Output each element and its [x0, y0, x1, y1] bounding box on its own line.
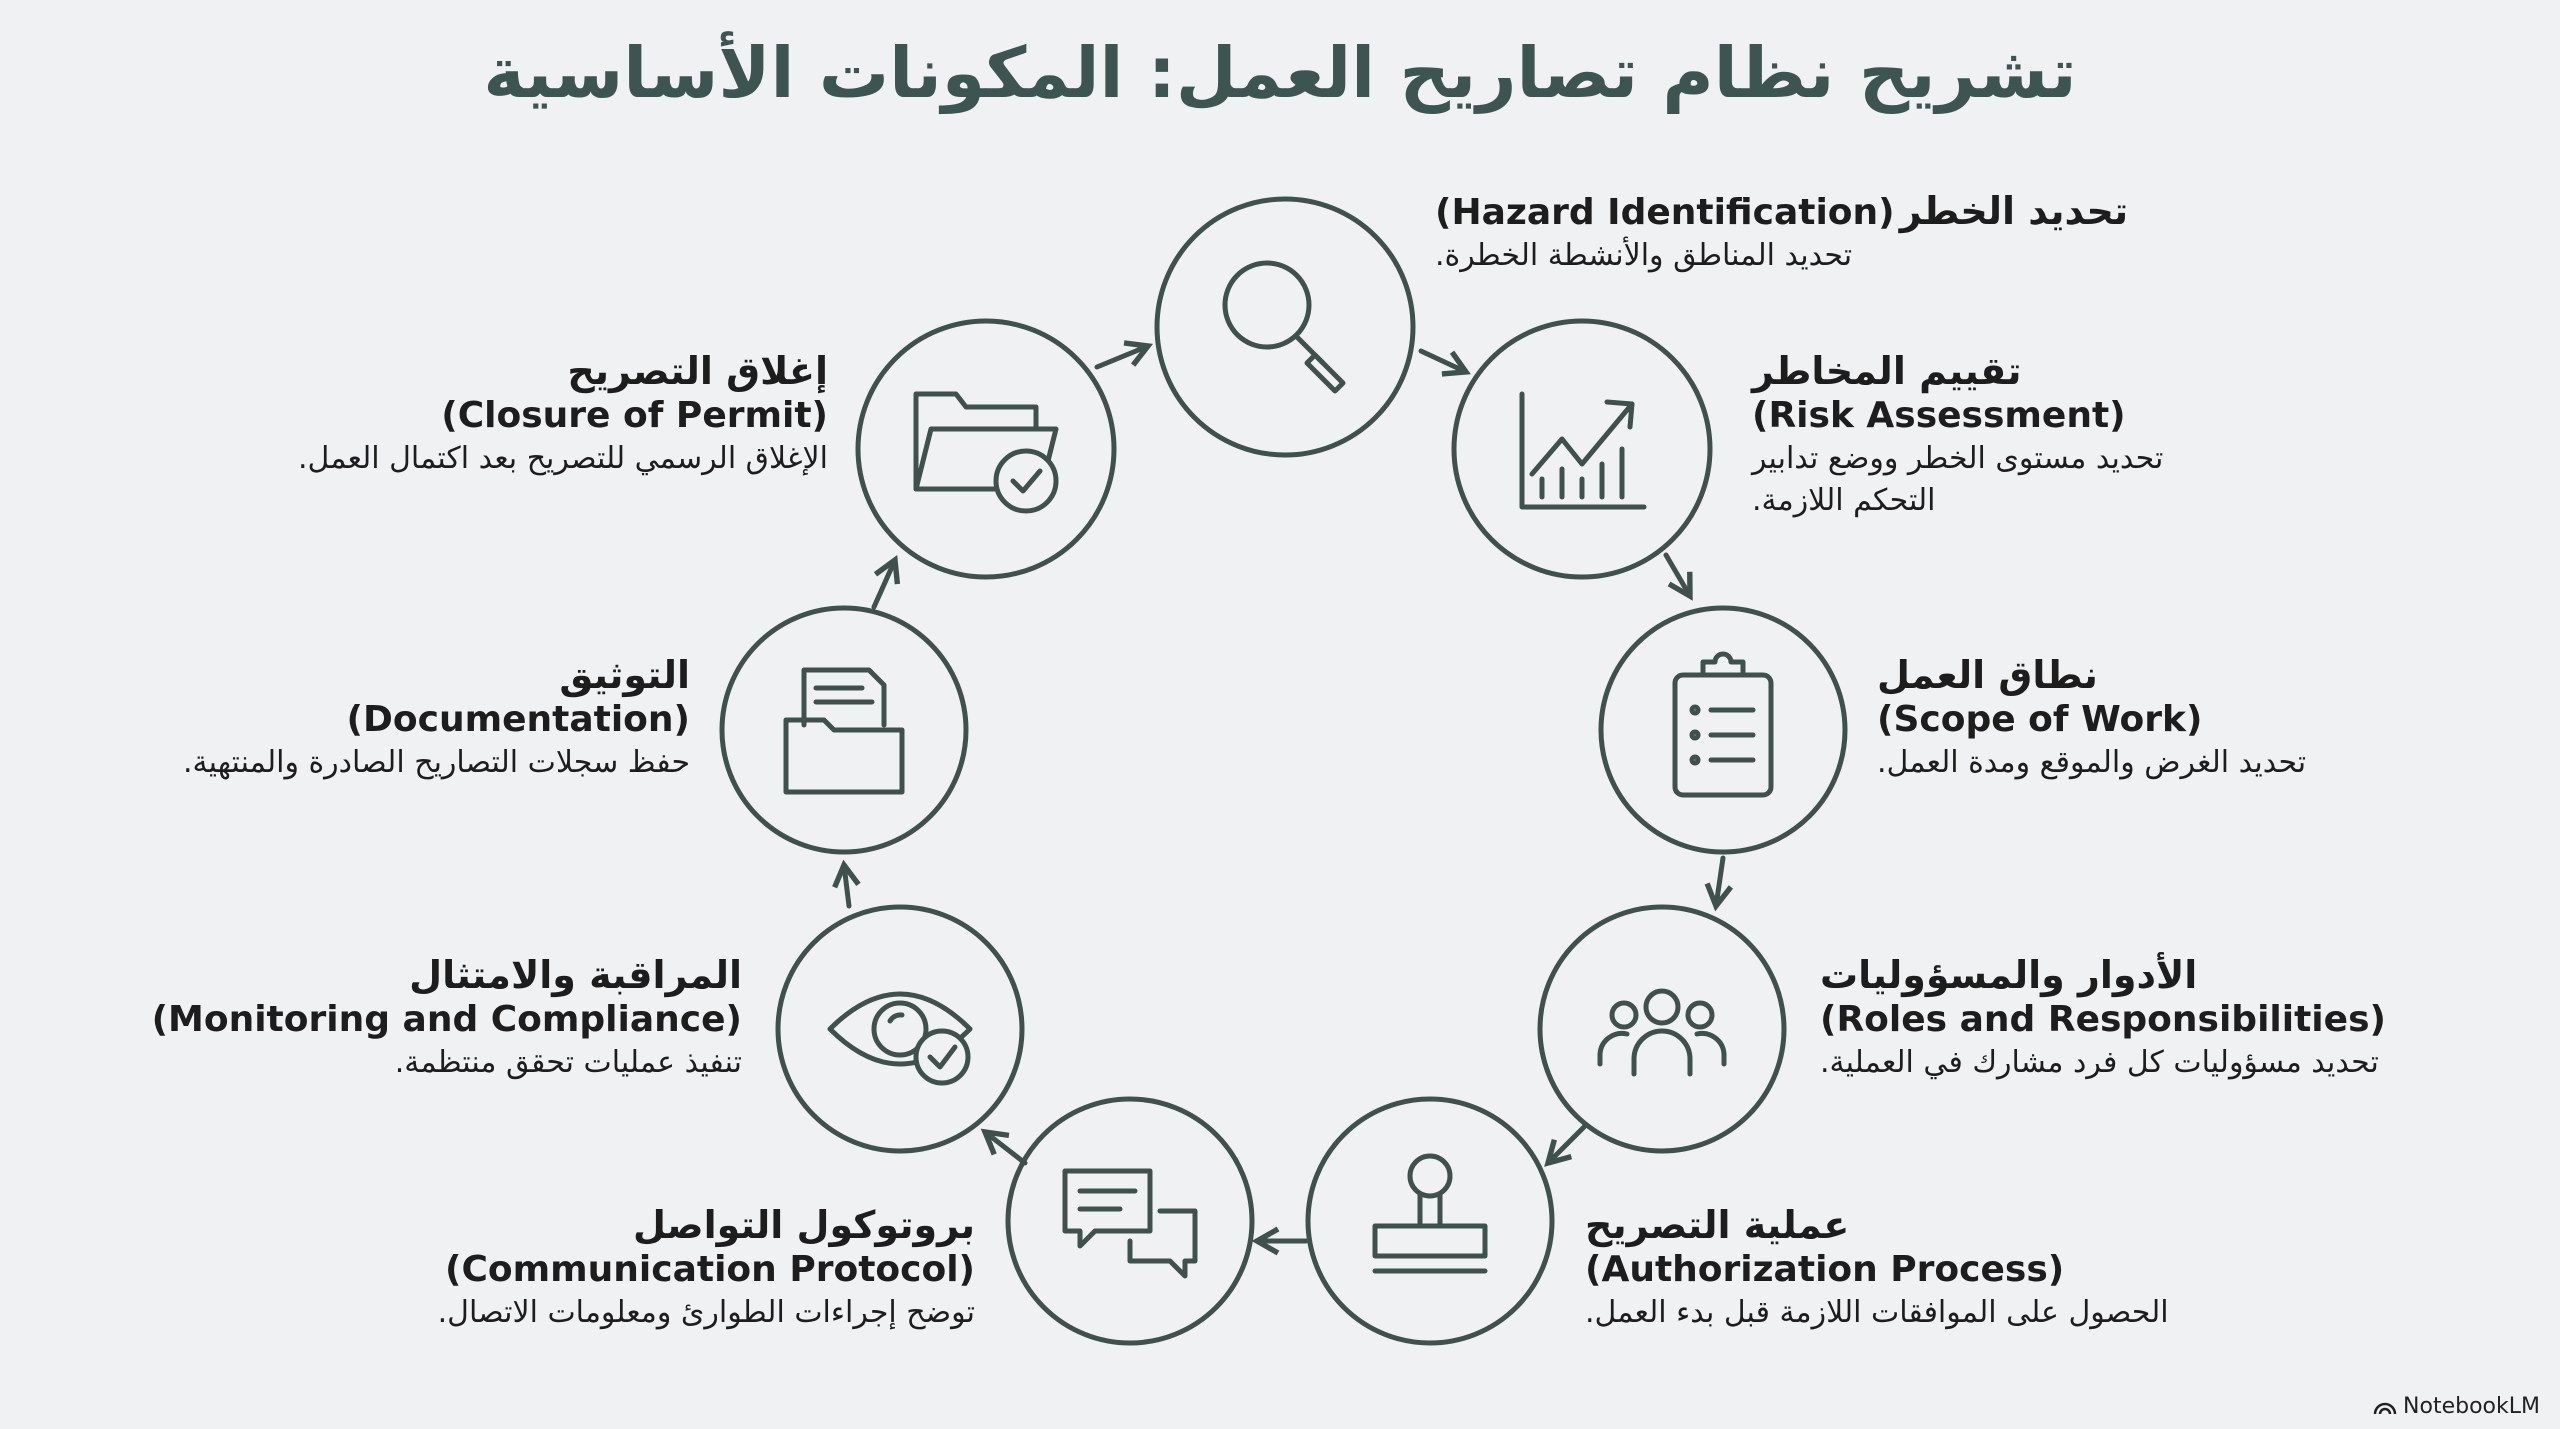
component-hazard: تحديد الخطر (Hazard Identification) تحدي… — [1435, 188, 2235, 277]
component-title-en: (Roles and Responsibilities) — [1820, 999, 2386, 1040]
component-title-ar: بروتوكول التواصل — [632, 1203, 975, 1247]
chart-icon — [1519, 391, 1647, 510]
component-node-communication — [1005, 1096, 1255, 1346]
component-title-ar: التوثيق — [559, 653, 690, 697]
brand-label: NotebookLM — [2403, 1394, 2540, 1419]
component-title-en: (Communication Protocol) — [445, 1249, 975, 1290]
component-title-en: (Monitoring and Compliance) — [151, 999, 742, 1040]
eye-check-icon — [827, 991, 973, 1086]
clipboard-icon — [1672, 651, 1774, 798]
component-node-roles — [1537, 904, 1787, 1154]
component-authorization: عملية التصريح (Authorization Process) ال… — [1585, 1202, 2285, 1334]
arrow-connector — [871, 555, 901, 610]
component-title-ar: تحديد الخطر — [1899, 189, 2129, 233]
component-node-documentation — [719, 605, 969, 855]
magnifier-icon — [1222, 260, 1346, 394]
arrow-connector — [1544, 1124, 1587, 1167]
component-title-en: (Closure of Permit) — [441, 395, 828, 436]
component-scope: نطاق العمل (Scope of Work) تحديد الغرض و… — [1877, 652, 2477, 784]
component-desc: تحديد مستوى الخطر ووضع تدابير التحكم الل… — [1752, 441, 2164, 518]
notebooklm-logo-icon — [2373, 1402, 2397, 1414]
component-desc: تحديد الغرض والموقع ومدة العمل. — [1877, 745, 2307, 780]
component-node-closure — [855, 318, 1117, 580]
component-node-hazard — [1154, 196, 1416, 458]
component-risk: تقييم المخاطر (Risk Assessment) تحديد مس… — [1752, 348, 2192, 522]
component-title-en: (Risk Assessment) — [1752, 395, 2126, 436]
arrow-connector — [1663, 552, 1693, 601]
people-icon — [1597, 988, 1727, 1077]
component-documentation: التوثيق (Documentation) حفظ سجلات التصار… — [0, 652, 690, 784]
component-title-ar: المراقبة والامتثال — [409, 953, 742, 997]
arrow-connector — [1094, 340, 1154, 370]
stamp-icon — [1372, 1153, 1488, 1274]
component-title-en: (Hazard Identification) — [1435, 192, 1895, 233]
component-node-risk — [1451, 318, 1713, 580]
component-desc: الإغلاق الرسمي للتصريح بعد اكتمال العمل. — [298, 441, 828, 476]
component-title-en: (Documentation) — [346, 699, 690, 740]
notebooklm-watermark: NotebookLM — [2373, 1394, 2540, 1419]
folder-document-icon — [783, 667, 905, 795]
arrow-connector — [832, 859, 861, 909]
arrow-connector — [1704, 855, 1734, 912]
component-desc: حفظ سجلات التصاريح الصادرة والمنتهية. — [183, 745, 690, 780]
arrow-connector — [1418, 348, 1471, 377]
component-title-ar: نطاق العمل — [1877, 653, 2098, 697]
component-communication: بروتوكول التواصل (Communication Protocol… — [175, 1202, 975, 1334]
component-title-en: (Scope of Work) — [1877, 699, 2203, 740]
component-desc: توضح إجراءات الطوارئ ومعلومات الاتصال. — [437, 1295, 975, 1330]
page-title: تشريح نظام تصاريح العمل: المكونات الأساس… — [483, 32, 2077, 114]
arrow-connector — [980, 1128, 1028, 1166]
component-desc: تنفيذ عمليات تحقق منتظمة. — [394, 1045, 742, 1080]
component-title-ar: إغلاق التصريح — [567, 349, 828, 393]
component-node-authorization — [1305, 1096, 1555, 1346]
component-title-ar: الأدوار والمسؤوليات — [1820, 953, 2198, 997]
component-monitoring: المراقبة والامتثال (Monitoring and Compl… — [42, 952, 742, 1084]
component-desc: الحصول على الموافقات اللازمة قبل بدء الع… — [1585, 1295, 2169, 1330]
component-node-monitoring — [775, 904, 1025, 1154]
folder-check-icon — [913, 391, 1059, 514]
component-desc: تحديد مسؤوليات كل فرد مشارك في العملية. — [1820, 1045, 2379, 1080]
component-title-en: (Authorization Process) — [1585, 1249, 2065, 1290]
component-desc: تحديد المناطق والأنشطة الخطرة. — [1435, 238, 1853, 273]
component-closure: إغلاق التصريح (Closure of Permit) الإغلا… — [128, 348, 828, 480]
component-roles: الأدوار والمسؤوليات (Roles and Responsib… — [1820, 952, 2520, 1084]
component-title-ar: تقييم المخاطر — [1752, 349, 2022, 393]
component-node-scope — [1598, 605, 1848, 855]
component-title-ar: عملية التصريح — [1585, 1203, 1850, 1247]
chat-bubbles-icon — [1062, 1168, 1198, 1279]
